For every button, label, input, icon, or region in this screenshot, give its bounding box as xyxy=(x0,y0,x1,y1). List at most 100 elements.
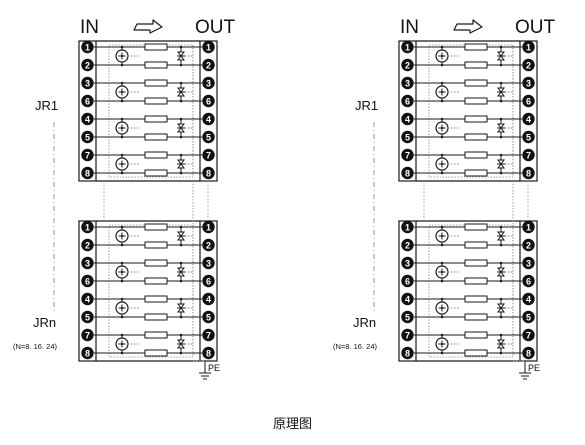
series-resistor xyxy=(464,169,488,177)
gas-tube-dot xyxy=(120,54,124,58)
tvs-diode-lower xyxy=(497,271,505,277)
pin-number: 2 xyxy=(405,240,410,250)
pin-number: 2 xyxy=(405,60,410,70)
pin-number-badge xyxy=(202,94,215,108)
tvs-diode-upper xyxy=(177,303,185,309)
pin-number: 1 xyxy=(526,42,531,52)
series-resistor xyxy=(144,61,168,69)
pin-number: 8 xyxy=(206,348,211,358)
tvs-diode-lower xyxy=(497,127,505,133)
junction-dot xyxy=(120,81,124,85)
pin-number: 5 xyxy=(405,312,410,322)
series-resistor xyxy=(464,313,488,321)
pin-number: 4 xyxy=(206,114,211,124)
tvs-diode-lower xyxy=(497,91,505,97)
pin-number: 6 xyxy=(405,96,410,106)
flow-arrow-icon xyxy=(133,19,163,34)
pin-number: 6 xyxy=(405,276,410,286)
pin-number-badge xyxy=(522,112,535,126)
tvs-diode-upper xyxy=(497,231,505,237)
junction-dot xyxy=(440,171,444,175)
pin-number-badge xyxy=(522,40,535,54)
pin-number: 5 xyxy=(405,132,410,142)
tvs-diode-upper xyxy=(497,159,505,165)
pin-number: 1 xyxy=(85,222,90,232)
junction-dot xyxy=(120,135,124,139)
pin-number: 8 xyxy=(526,348,531,358)
tvs-diode-lower xyxy=(177,55,185,61)
series-resistor xyxy=(144,241,168,249)
tvs-diode-upper xyxy=(177,231,185,237)
tvs-diode-lower xyxy=(177,307,185,313)
series-resistor xyxy=(464,331,488,339)
module-label-last: JRn xyxy=(33,315,56,330)
junction-dot xyxy=(120,225,124,229)
series-resistor xyxy=(464,259,488,267)
gas-tube-dot xyxy=(120,162,124,166)
input-label: IN xyxy=(80,17,99,38)
pin-number-badge xyxy=(81,220,94,234)
pin-number: 6 xyxy=(85,96,90,106)
pin-number-badge xyxy=(81,94,94,108)
tvs-diode-lower xyxy=(497,307,505,313)
series-resistor xyxy=(144,295,168,303)
gas-tube-dot xyxy=(440,342,444,346)
pin-number-badge xyxy=(522,310,535,324)
series-resistor xyxy=(464,349,488,357)
pin-number-badge xyxy=(401,292,414,306)
tvs-diode-lower xyxy=(177,235,185,241)
tvs-diode-upper xyxy=(177,267,185,273)
pin-number-badge xyxy=(401,76,414,90)
pin-number-badge xyxy=(522,130,535,144)
module-label-first: JR1 xyxy=(35,98,58,113)
pin-number: 7 xyxy=(405,330,410,340)
pin-number: 8 xyxy=(405,348,410,358)
pin-number-badge xyxy=(202,256,215,270)
pin-number-badge xyxy=(202,274,215,288)
pin-number: 5 xyxy=(85,312,90,322)
tvs-diode-upper xyxy=(497,87,505,93)
pin-number-badge xyxy=(202,220,215,234)
series-resistor xyxy=(144,331,168,339)
ground-label: PE xyxy=(528,363,540,373)
flow-arrow-shape xyxy=(133,19,163,34)
pin-number: 3 xyxy=(526,78,531,88)
junction-dot xyxy=(120,117,124,121)
gas-tube-dot xyxy=(120,126,124,130)
gas-tube-dot xyxy=(440,306,444,310)
pin-number: 8 xyxy=(526,168,531,178)
junction-dot xyxy=(120,315,124,319)
pin-number: 4 xyxy=(85,114,90,124)
pin-number-badge xyxy=(202,76,215,90)
pin-number-badge xyxy=(522,238,535,252)
pin-number: 4 xyxy=(206,294,211,304)
pin-number: 2 xyxy=(85,60,90,70)
ground-label: PE xyxy=(208,363,220,373)
junction-dot xyxy=(120,351,124,355)
pin-number: 6 xyxy=(526,96,531,106)
junction-dot xyxy=(440,351,444,355)
gas-tube-dot xyxy=(120,234,124,238)
module-count-note: (N=8. 16. 24) xyxy=(333,342,377,351)
gas-tube-dot xyxy=(120,306,124,310)
output-label: OUT xyxy=(195,17,236,38)
pin-number: 1 xyxy=(85,42,90,52)
tvs-diode-upper xyxy=(177,87,185,93)
pin-number-badge xyxy=(401,220,414,234)
pin-number-badge xyxy=(401,346,414,360)
series-resistor xyxy=(144,97,168,105)
series-resistor xyxy=(464,61,488,69)
gas-tube-dot xyxy=(440,126,444,130)
pin-number-badge xyxy=(522,274,535,288)
pin-number: 4 xyxy=(85,294,90,304)
pin-number: 6 xyxy=(206,276,211,286)
junction-dot xyxy=(120,45,124,49)
output-label: OUT xyxy=(515,17,556,38)
pin-number-badge xyxy=(522,292,535,306)
junction-dot xyxy=(120,279,124,283)
